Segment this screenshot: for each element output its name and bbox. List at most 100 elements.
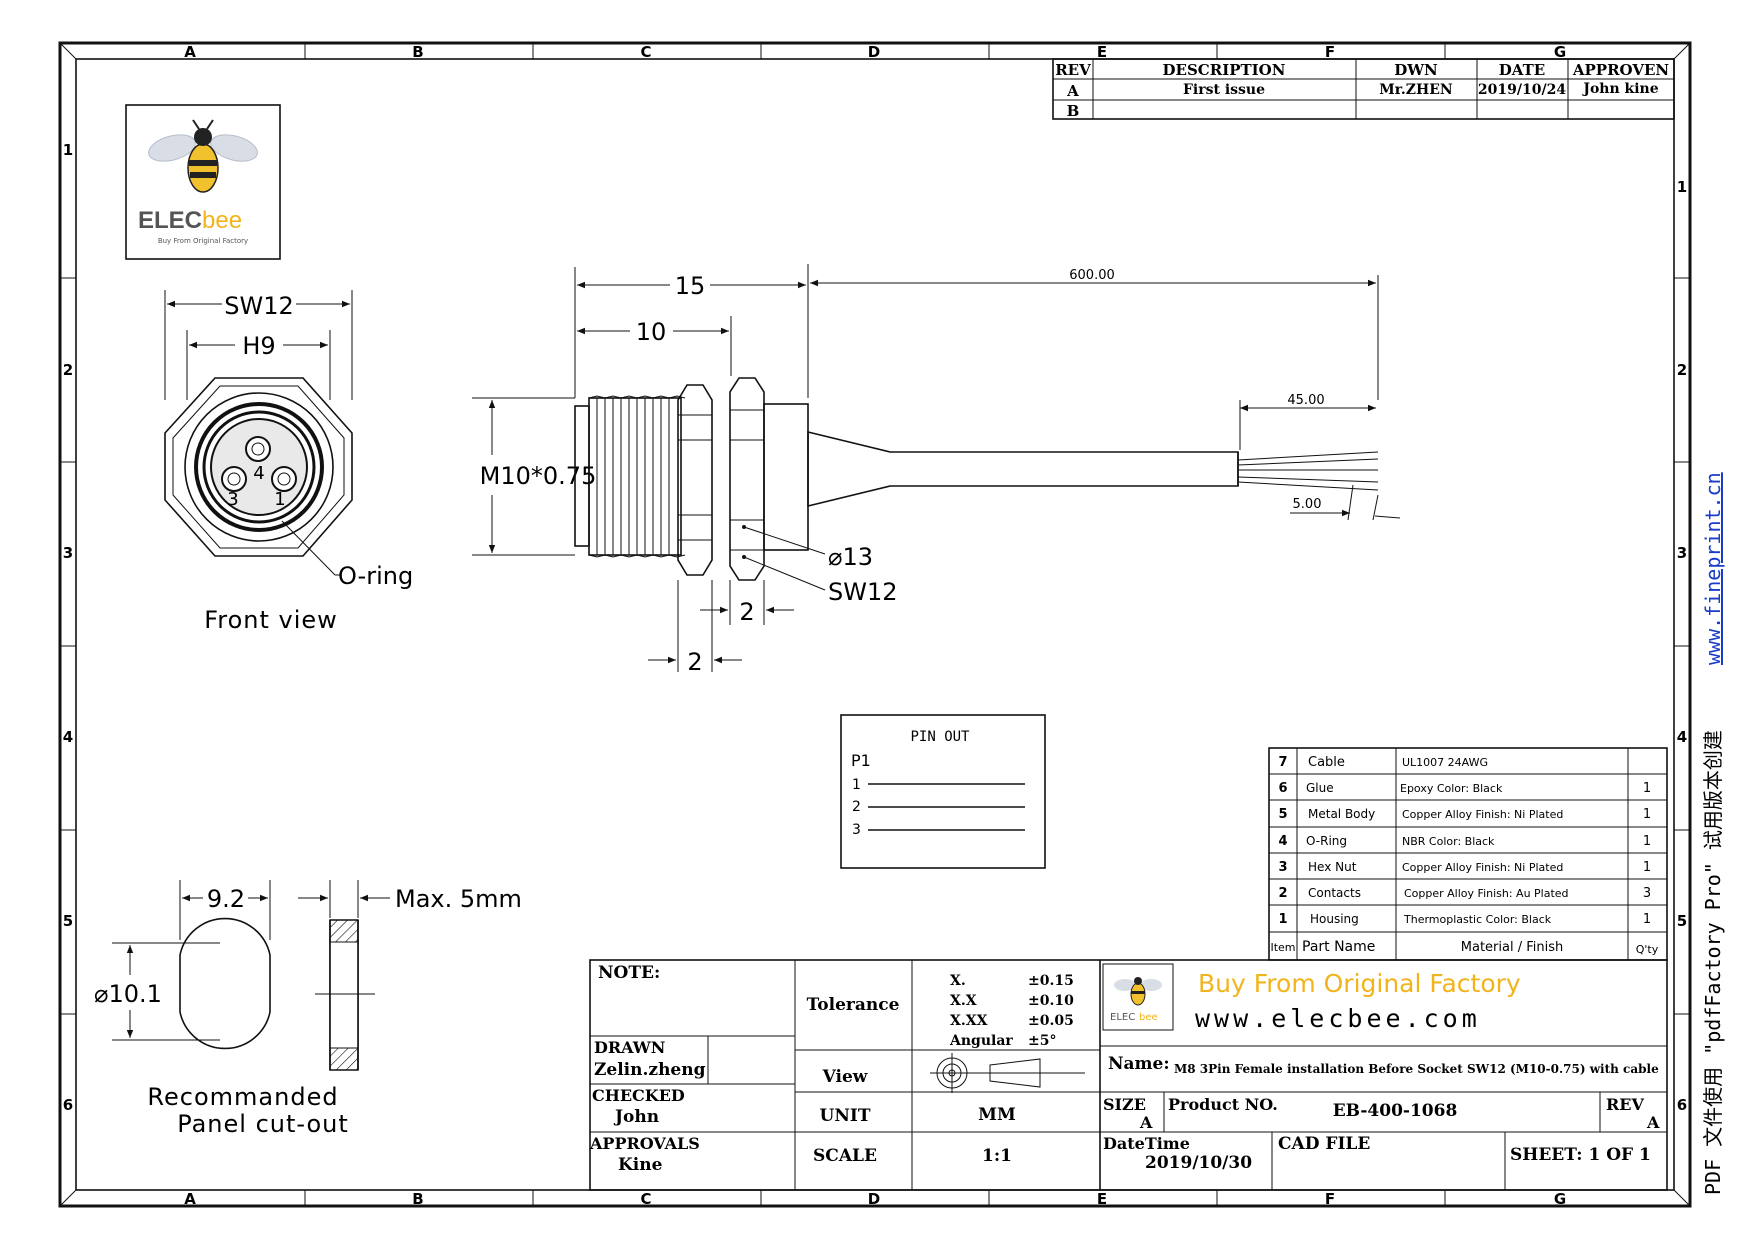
watermark-link[interactable]: www.fineprint.cn: [1701, 472, 1725, 665]
svg-text:Thermoplastic Color: Black: Thermoplastic Color: Black: [1403, 913, 1552, 926]
svg-text:1: 1: [1643, 860, 1651, 875]
cutout-max-dim: Max. 5mm: [395, 885, 522, 913]
svg-text:±0.05: ±0.05: [1028, 1013, 1074, 1029]
front-pin-4: 4: [253, 463, 264, 484]
bee-icon: [148, 119, 258, 193]
cutout-width-dim: 9.2: [207, 885, 245, 913]
svg-text:2: 2: [1278, 886, 1287, 901]
tb-unit-value: MM: [978, 1105, 1016, 1125]
side-thread-dim: M10*0.75: [480, 462, 597, 490]
projection-symbol-icon: [930, 1053, 1085, 1093]
tolerance-list: X. ±0.15 X.X ±0.10 X.XX ±0.05 Angular ±5…: [949, 973, 1074, 1049]
rev-header-rev: REV: [1055, 61, 1091, 79]
bom-row-5: 5 Metal Body Copper Alloy Finish: Ni Pla…: [1278, 807, 1651, 822]
tb-rev-value: A: [1646, 1113, 1660, 1132]
svg-text:Contacts: Contacts: [1308, 886, 1361, 900]
hex-nut-2: [729, 377, 765, 581]
col-label-f-bottom: F: [1325, 1190, 1335, 1208]
svg-text:1: 1: [1643, 912, 1651, 927]
svg-text:1: 1: [1643, 834, 1651, 849]
svg-text:7: 7: [1278, 755, 1287, 770]
tb-scale-label: SCALE: [813, 1146, 877, 1166]
rev-a-dwn: Mr.ZHEN: [1379, 82, 1453, 98]
logo-brand-elec: ELEC: [138, 207, 202, 234]
side-gap-2a: 2: [739, 598, 754, 626]
row-label-3-right: 3: [1677, 544, 1687, 562]
col-label-b-top: B: [412, 43, 423, 61]
tb-name-label: Name:: [1108, 1054, 1170, 1074]
tb-buy-slogan: Buy From Original Factory: [1198, 969, 1521, 998]
column-dividers: [304, 43, 1446, 1206]
svg-text:1: 1: [1643, 781, 1651, 796]
rev-header-desc: DESCRIPTION: [1163, 61, 1286, 79]
row-label-2-left: 2: [63, 361, 73, 379]
front-h-dim: H9: [242, 332, 275, 360]
rev-a-appr: John kine: [1581, 81, 1658, 97]
svg-text:±5°: ±5°: [1028, 1033, 1056, 1049]
tb-unit-label: UNIT: [820, 1106, 871, 1126]
svg-text:1: 1: [1278, 912, 1287, 927]
bom-table: 7 Cable UL1007 24AWG 6 Glue Epoxy Color:…: [1268, 747, 1668, 961]
svg-text:Metal Body: Metal Body: [1308, 807, 1375, 821]
col-label-c-bottom: C: [640, 1190, 651, 1208]
bom-header: Item Part Name Material / Finish Q'ty: [1270, 939, 1658, 956]
side-gap-2b: 2: [687, 648, 702, 676]
col-label-b-bottom: B: [412, 1190, 423, 1208]
revision-table: REV DESCRIPTION DWN DATE APPROVEN A Firs…: [1052, 58, 1675, 120]
bom-row-7: 7 Cable UL1007 24AWG: [1278, 755, 1488, 770]
rev-header-date: DATE: [1499, 61, 1545, 79]
side-view: 15 10 600.00 M10*0.75: [472, 264, 1401, 676]
svg-text:6: 6: [1278, 781, 1287, 796]
svg-text:Epoxy Color: Black: Epoxy Color: Black: [1400, 782, 1503, 795]
tb-cad-file: CAD FILE: [1278, 1134, 1370, 1154]
svg-text:±0.10: ±0.10: [1028, 993, 1074, 1009]
bom-row-6: 6 Glue Epoxy Color: Black 1: [1278, 781, 1651, 796]
tb-drawn-value: Zelin.zheng: [594, 1060, 706, 1080]
side-dim-5: 5.00: [1293, 497, 1322, 512]
tb-drawn-label: DRAWN: [594, 1038, 665, 1057]
rev-a-rev: A: [1066, 82, 1079, 100]
row-label-3-left: 3: [63, 544, 73, 562]
logo-brand-bee: bee: [202, 207, 242, 234]
col-label-f-top: F: [1325, 43, 1335, 61]
side-dia-label: ⌀13: [828, 543, 873, 571]
title-block: NOTE: DRAWN Zelin.zheng CHECKED John APP…: [589, 959, 1668, 1191]
watermark-text: PDF 文件使用 "pdfFactory Pro" 试用版本创建: [1701, 730, 1725, 1195]
rev-b-rev: B: [1067, 102, 1080, 120]
row-label-4-right: 4: [1677, 728, 1687, 746]
small-logo-elec: ELEC: [1110, 1012, 1135, 1023]
tb-product-value: EB-400-1068: [1333, 1101, 1458, 1121]
tb-approvals-value: Kine: [618, 1155, 663, 1175]
col-label-e-top: E: [1097, 43, 1107, 61]
tb-datetime-value: 2019/10/30: [1145, 1153, 1252, 1173]
rev-a-desc: First issue: [1183, 82, 1265, 98]
svg-text:Material / Finish: Material / Finish: [1461, 940, 1563, 955]
col-label-g-bottom: G: [1554, 1190, 1566, 1208]
frame: A B C D E F G A B C D E F G 1 2 3 4 5 6 …: [58, 41, 1692, 1208]
col-label-d-bottom: D: [868, 1190, 880, 1208]
svg-text:Housing: Housing: [1310, 912, 1359, 926]
cutout-caption-1: Recommanded: [147, 1083, 338, 1111]
tb-approvals-label: APPROVALS: [589, 1134, 700, 1153]
front-pin-3: 3: [227, 489, 238, 510]
tb-datetime-label: DateTime: [1103, 1134, 1190, 1153]
tb-rev-label: REV: [1606, 1095, 1644, 1114]
svg-text:5: 5: [1278, 807, 1287, 822]
panel-cutout: 9.2 ⌀10.1 Recommanded Panel cut-out Max.…: [94, 880, 522, 1138]
cutout-caption-2: Panel cut-out: [177, 1110, 349, 1138]
svg-text:1: 1: [1643, 807, 1651, 822]
row-label-1-left: 1: [63, 141, 73, 159]
tb-product-name: M8 3Pin Female installation Before Socke…: [1174, 1062, 1659, 1076]
tb-tolerance-label: Tolerance: [807, 995, 900, 1015]
tb-note-label: NOTE:: [598, 963, 660, 983]
svg-text:Hex Nut: Hex Nut: [1308, 860, 1357, 874]
svg-text:3: 3: [1278, 860, 1287, 875]
tb-product-label: Product NO.: [1168, 1095, 1278, 1114]
rev-a-date: 2019/10/24: [1478, 82, 1566, 98]
rev-header-dwn: DWN: [1394, 61, 1438, 79]
svg-text:Q'ty: Q'ty: [1636, 943, 1659, 956]
bom-row-2: 2 Contacts Copper Alloy Finish: Au Plate…: [1278, 886, 1651, 901]
row-dividers: [60, 277, 1690, 1015]
elecbee-logo: ELECbee Buy From Original Factory: [125, 104, 281, 260]
